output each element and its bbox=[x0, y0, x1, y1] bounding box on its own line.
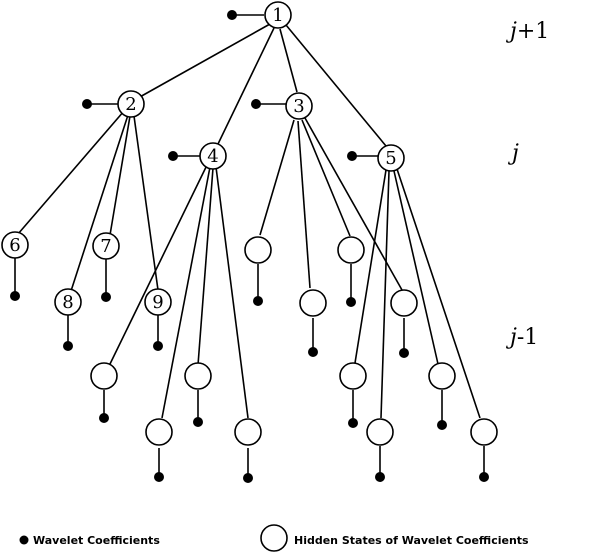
wavelet-coefficient-dot bbox=[346, 297, 356, 307]
node-label-9: 9 bbox=[152, 292, 163, 313]
wavelet-coefficient-dot bbox=[193, 417, 203, 427]
legend-wavelet-coefficients: Wavelet Coefficients bbox=[33, 534, 160, 547]
hidden-state-node bbox=[234, 418, 262, 446]
edge-1-2 bbox=[137, 23, 271, 99]
node-label-6: 6 bbox=[9, 235, 20, 256]
hidden-state-node bbox=[390, 289, 418, 317]
hidden-state-node-2 bbox=[117, 90, 145, 118]
wavelet-coefficient-dot bbox=[479, 472, 489, 482]
node-label-4: 4 bbox=[207, 146, 218, 167]
node-label-2: 2 bbox=[125, 94, 136, 115]
level-label-bottom: j-1 bbox=[505, 325, 538, 350]
legend-coefficient-dot-icon bbox=[19, 535, 29, 545]
edge-2-6 bbox=[17, 110, 125, 235]
hidden-state-node bbox=[470, 418, 498, 446]
node-label-7: 7 bbox=[100, 236, 111, 257]
edge-3-a bbox=[259, 119, 295, 236]
wavelet-coefficient-dot bbox=[243, 473, 253, 483]
hidden-state-node-3 bbox=[285, 92, 313, 120]
hidden-state-node bbox=[339, 362, 367, 390]
unlabelled-nodes bbox=[90, 236, 498, 446]
scale-labels: j+1 j j-1 bbox=[505, 19, 549, 350]
edge-4-d bbox=[215, 166, 249, 419]
edge-2-7 bbox=[109, 115, 131, 236]
hidden-state-node-4 bbox=[199, 142, 227, 170]
wavelet-coefficient-dot bbox=[168, 151, 178, 161]
horizontal-coefficients bbox=[82, 10, 378, 161]
hidden-state-node bbox=[337, 236, 365, 264]
wavelet-coefficient-dot bbox=[348, 418, 358, 428]
edge-2-8 bbox=[70, 114, 129, 292]
wavelet-coefficient-dot bbox=[99, 413, 109, 423]
edge-4-a bbox=[109, 162, 209, 365]
hidden-state-node bbox=[90, 362, 118, 390]
edge-4-b bbox=[161, 166, 211, 419]
vertical-coefficients bbox=[10, 258, 489, 483]
hidden-state-node bbox=[299, 289, 327, 317]
legend-hidden-states: Hidden States of Wavelet Coefficients bbox=[294, 534, 529, 547]
edge-5-d bbox=[396, 168, 481, 419]
hidden-state-node bbox=[428, 362, 456, 390]
hidden-state-node-1 bbox=[264, 1, 292, 29]
node-label-1: 1 bbox=[272, 5, 283, 26]
wavelet-coefficient-dot bbox=[153, 341, 163, 351]
hidden-state-node bbox=[366, 418, 394, 446]
hidden-state-node-6 bbox=[1, 231, 29, 259]
hidden-state-node-7 bbox=[92, 232, 120, 260]
node-label-3: 3 bbox=[293, 96, 304, 117]
level-label-top: j+1 bbox=[505, 19, 549, 44]
hidden-state-node bbox=[145, 418, 173, 446]
edge-1-4 bbox=[217, 27, 275, 145]
wavelet-coefficient-dot bbox=[227, 10, 237, 20]
hidden-state-node bbox=[184, 362, 212, 390]
hidden-state-node-9 bbox=[144, 288, 172, 316]
tree-edges bbox=[17, 23, 481, 419]
legend-hidden-state-circle-icon bbox=[260, 524, 288, 552]
labelled-nodes: 1 2 3 4 5 6 7 8 9 bbox=[1, 1, 405, 316]
edge-5-c bbox=[393, 170, 439, 365]
hidden-state-node bbox=[244, 236, 272, 264]
wavelet-coefficient-dot bbox=[154, 472, 164, 482]
wavelet-coefficient-dot bbox=[437, 420, 447, 430]
wavelet-coefficient-dot bbox=[10, 291, 20, 301]
legend: Wavelet Coefficients Hidden States of Wa… bbox=[19, 524, 529, 552]
wavelet-coefficient-dot bbox=[251, 99, 261, 109]
edge-3-c bbox=[301, 119, 351, 237]
edge-1-5 bbox=[285, 24, 387, 147]
level-label-middle: j bbox=[507, 141, 519, 166]
wavelet-coefficient-dot bbox=[347, 151, 357, 161]
edge-3-b bbox=[297, 120, 311, 289]
node-label-5: 5 bbox=[385, 148, 396, 169]
wavelet-coefficient-dot bbox=[399, 348, 409, 358]
wavelet-coefficient-dot bbox=[253, 296, 263, 306]
wavelet-coefficient-dot bbox=[63, 341, 73, 351]
wavelet-coefficient-dot bbox=[375, 472, 385, 482]
wavelet-coefficient-dot bbox=[308, 347, 318, 357]
wavelet-coefficient-dot bbox=[101, 292, 111, 302]
edge-4-c bbox=[197, 167, 214, 366]
hidden-state-node-8 bbox=[54, 288, 82, 316]
hidden-state-node-5 bbox=[377, 144, 405, 172]
edge-2-9 bbox=[133, 115, 159, 291]
node-label-8: 8 bbox=[62, 292, 73, 313]
edge-1-3 bbox=[279, 28, 298, 93]
edge-5-b bbox=[380, 170, 390, 419]
edge-5-a bbox=[354, 169, 387, 364]
wavelet-coefficient-dot bbox=[82, 99, 92, 109]
